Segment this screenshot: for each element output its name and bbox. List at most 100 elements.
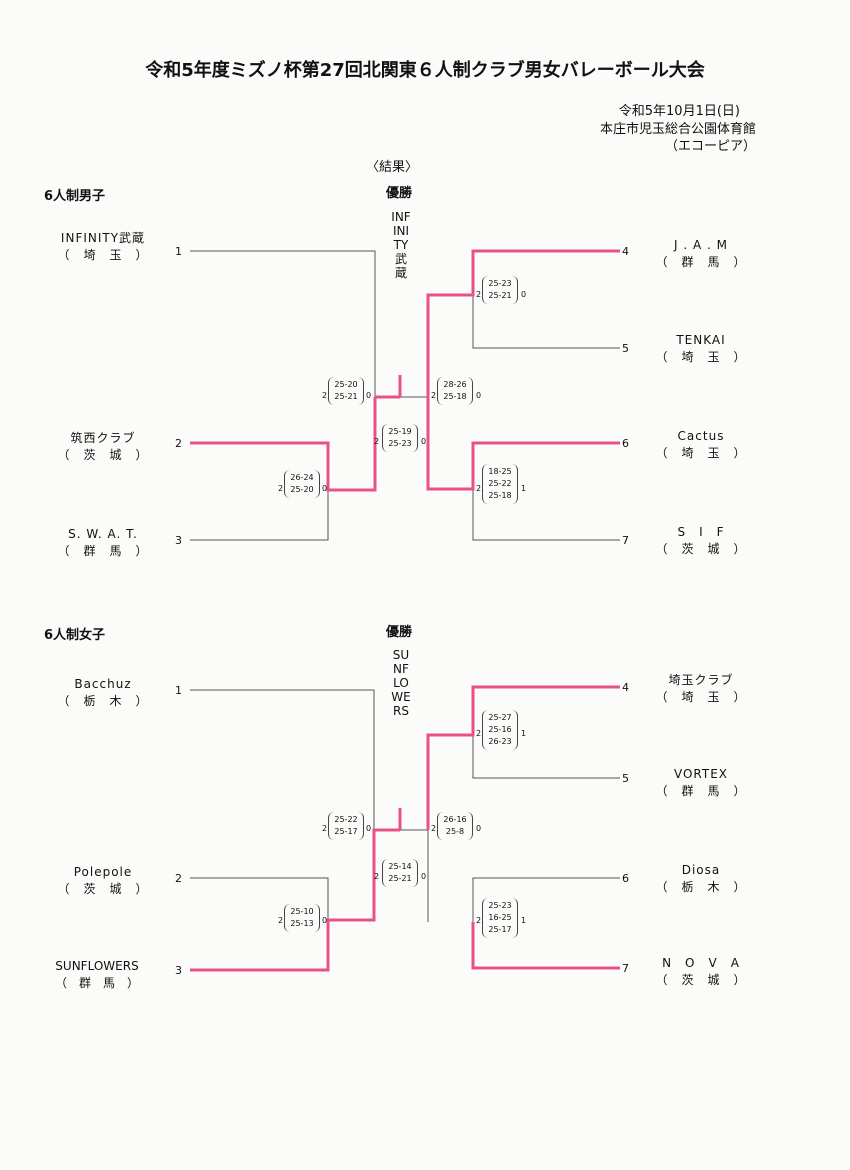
set-score: 25-23 <box>488 279 512 288</box>
men-line-seed7 <box>472 489 620 541</box>
results-label: 〈結果〉 <box>366 160 419 175</box>
team-pref: （ 茨 城 ） <box>57 882 149 896</box>
women-line-seed2 <box>190 877 329 920</box>
women-line-seed5 <box>472 735 620 779</box>
men-m2-left: 2 <box>322 391 328 400</box>
men-m6-score: 18-25 25-22 25-18 <box>482 464 518 504</box>
team-pref: （ 群 馬 ） <box>655 255 747 269</box>
women-final-left: 2 <box>374 872 380 881</box>
women-win-seed3 <box>190 828 400 972</box>
women-m2-right: 0 <box>366 824 372 833</box>
team-pref: （ 埼 玉 ） <box>655 350 747 364</box>
team-pref: （ 栃 木 ） <box>57 694 149 708</box>
men-m1-score: 26-24 25-20 <box>284 470 320 498</box>
men-champion-name: INFINITY武蔵 <box>391 210 411 280</box>
women-seed-1: 1 <box>175 684 182 697</box>
men-final-score: 25-19 25-23 <box>382 424 418 452</box>
men-line-seed1 <box>190 250 401 398</box>
set-score: 28-26 <box>443 380 467 389</box>
men-m4-right: 0 <box>476 391 482 400</box>
men-m4-left: 2 <box>431 391 437 400</box>
team-pref: （ 茨 城 ） <box>655 973 747 987</box>
women-champion-name: SUNFLOWERS <box>391 648 411 718</box>
team-name: VORTEX <box>673 767 729 781</box>
team-name: J . A . M <box>674 238 728 252</box>
team-pref: （ 群 馬 ） <box>655 784 747 798</box>
set-score: 25-17 <box>334 827 358 836</box>
men-team-3: S. W. A. T. （ 群 馬 ） <box>38 526 168 560</box>
men-win-seed2 <box>190 397 377 492</box>
set-score: 25-23 <box>488 901 512 910</box>
women-m6-right: 1 <box>521 916 527 925</box>
set-score: 16-25 <box>488 913 512 922</box>
set-score: 25-8 <box>445 827 465 836</box>
women-seed-6: 6 <box>622 872 629 885</box>
men-team-1: INFINITY武蔵 （ 埼 玉 ） <box>38 230 168 264</box>
men-m5-right: 0 <box>521 290 527 299</box>
women-m5-right: 1 <box>521 729 527 738</box>
men-m2-right: 0 <box>366 391 372 400</box>
women-team-5: VORTEX （ 群 馬 ） <box>636 766 766 800</box>
women-m4-left: 2 <box>431 824 437 833</box>
event-venue: 本庄市児玉総合公園体育館 （エコーピア） <box>600 121 756 155</box>
women-line-seed6 <box>472 877 620 922</box>
set-score: 26-16 <box>443 815 467 824</box>
team-name: N O V A <box>662 956 740 970</box>
men-team-7: S I F （ 茨 城 ） <box>636 524 766 558</box>
women-seed-2: 2 <box>175 872 182 885</box>
women-team-2: Polepole （ 茨 城 ） <box>38 864 168 898</box>
men-team-6: Cactus （ 埼 玉 ） <box>636 428 766 462</box>
women-m1-score: 25-10 25-13 <box>284 904 320 932</box>
team-name: S. W. A. T. <box>68 527 138 541</box>
page-title: 令和5年度ミズノ杯第27回北関東６人制クラブ男女バレーボール大会 <box>145 60 705 81</box>
team-name: Diosa <box>681 863 721 877</box>
set-score: 25-17 <box>488 925 512 934</box>
women-final-right: 0 <box>421 872 427 881</box>
set-score: 25-20 <box>290 485 314 494</box>
team-name: SUNFLOWERS <box>55 959 139 973</box>
set-score: 25-13 <box>290 919 314 928</box>
women-m5-score: 25-27 25-16 26-23 <box>482 710 518 750</box>
men-team-2: 筑西クラブ （ 茨 城 ） <box>38 430 168 464</box>
men-win-seed6 <box>426 397 620 491</box>
team-pref: （ 茨 城 ） <box>57 448 149 462</box>
team-name: TENKAI <box>676 333 726 347</box>
set-score: 25-22 <box>488 479 512 488</box>
women-team-1: Bacchuz （ 栃 木 ） <box>38 676 168 710</box>
men-seed-4: 4 <box>622 245 629 258</box>
men-line-seed5 <box>472 295 620 349</box>
women-seed-3: 3 <box>175 964 182 977</box>
team-name: 埼玉クラブ <box>668 673 734 687</box>
set-score: 25-27 <box>488 713 512 722</box>
venue-subname: （エコーピア） <box>664 139 756 154</box>
women-seed-4: 4 <box>622 681 629 694</box>
men-seed-1: 1 <box>175 245 182 258</box>
men-seed-3: 3 <box>175 534 182 547</box>
women-m1-left: 2 <box>278 916 284 925</box>
men-team-4: J . A . M （ 群 馬 ） <box>636 237 766 271</box>
team-name: S I F <box>677 525 725 539</box>
men-m5-left: 2 <box>476 290 482 299</box>
set-score: 18-25 <box>488 467 512 476</box>
men-line-seed3 <box>190 490 329 541</box>
men-team-5: TENKAI （ 埼 玉 ） <box>636 332 766 366</box>
set-score: 25-14 <box>388 862 412 871</box>
set-score: 25-18 <box>443 392 467 401</box>
women-team-6: Diosa （ 栃 木 ） <box>636 862 766 896</box>
women-seed-7: 7 <box>622 962 629 975</box>
men-seed-6: 6 <box>622 437 629 450</box>
men-seed-7: 7 <box>622 534 629 547</box>
women-m1-right: 0 <box>322 916 328 925</box>
set-score: 25-16 <box>488 725 512 734</box>
women-champion-label: 優勝 <box>386 625 413 640</box>
women-m6-score: 25-23 16-25 25-17 <box>482 898 518 938</box>
women-m4-right: 0 <box>476 824 482 833</box>
men-m6-right: 1 <box>521 484 527 493</box>
set-score: 25-23 <box>388 439 412 448</box>
set-score: 25-21 <box>488 291 512 300</box>
women-m6-left: 2 <box>476 916 482 925</box>
team-name: INFINITY武蔵 <box>60 231 146 245</box>
women-team-7: N O V A （ 茨 城 ） <box>636 955 766 989</box>
team-name: Polepole <box>73 865 133 879</box>
